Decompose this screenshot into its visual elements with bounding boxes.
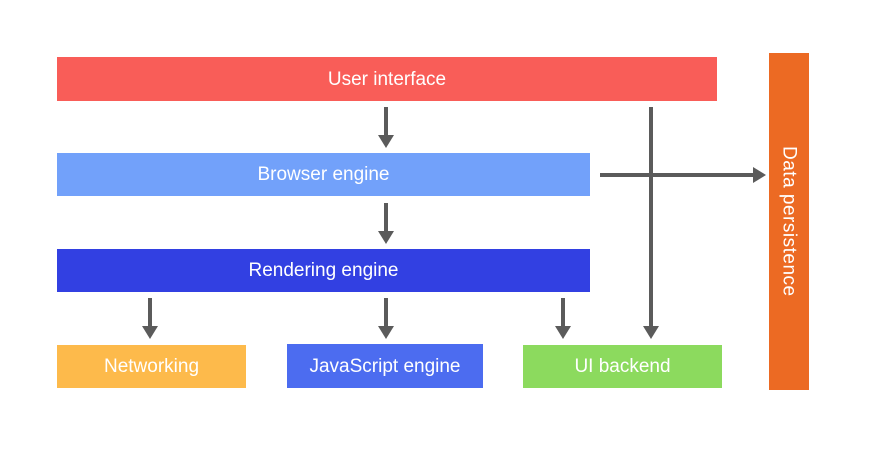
arrow-shaft <box>600 173 753 177</box>
node-rendering-engine: Rendering engine <box>57 249 590 292</box>
node-networking: Networking <box>57 345 246 388</box>
arrow-shaft <box>561 298 565 327</box>
arrow-shaft <box>148 298 152 327</box>
arrow-shaft <box>384 203 388 232</box>
node-ui-backend-label: UI backend <box>574 356 671 377</box>
arrow-head-down-icon <box>378 135 394 148</box>
node-javascript-engine: JavaScript engine <box>287 344 483 388</box>
arrow-head-down-icon <box>555 326 571 339</box>
arrow-head-down-icon <box>378 326 394 339</box>
arrow-shaft <box>649 107 653 327</box>
node-user-interface-label: User interface <box>327 68 447 90</box>
node-ui-backend: UI backend <box>523 345 722 388</box>
node-networking-label: Networking <box>103 356 200 377</box>
arrow-shaft <box>384 107 388 136</box>
node-browser-engine-label: Browser engine <box>257 164 390 185</box>
node-user-interface: User interface <box>57 57 717 101</box>
arrow-head-down-icon <box>643 326 659 339</box>
arrow-head-down-icon <box>378 231 394 244</box>
node-browser-engine: Browser engine <box>57 153 590 196</box>
node-rendering-engine-label: Rendering engine <box>248 260 399 281</box>
node-javascript-engine-label: JavaScript engine <box>309 355 461 377</box>
arrow-head-right-icon <box>753 167 766 183</box>
node-data-persistence: Data persistence <box>769 53 809 390</box>
arrow-shaft <box>384 298 388 327</box>
arrow-head-down-icon <box>142 326 158 339</box>
node-data-persistence-label: Data persistence <box>778 146 800 297</box>
